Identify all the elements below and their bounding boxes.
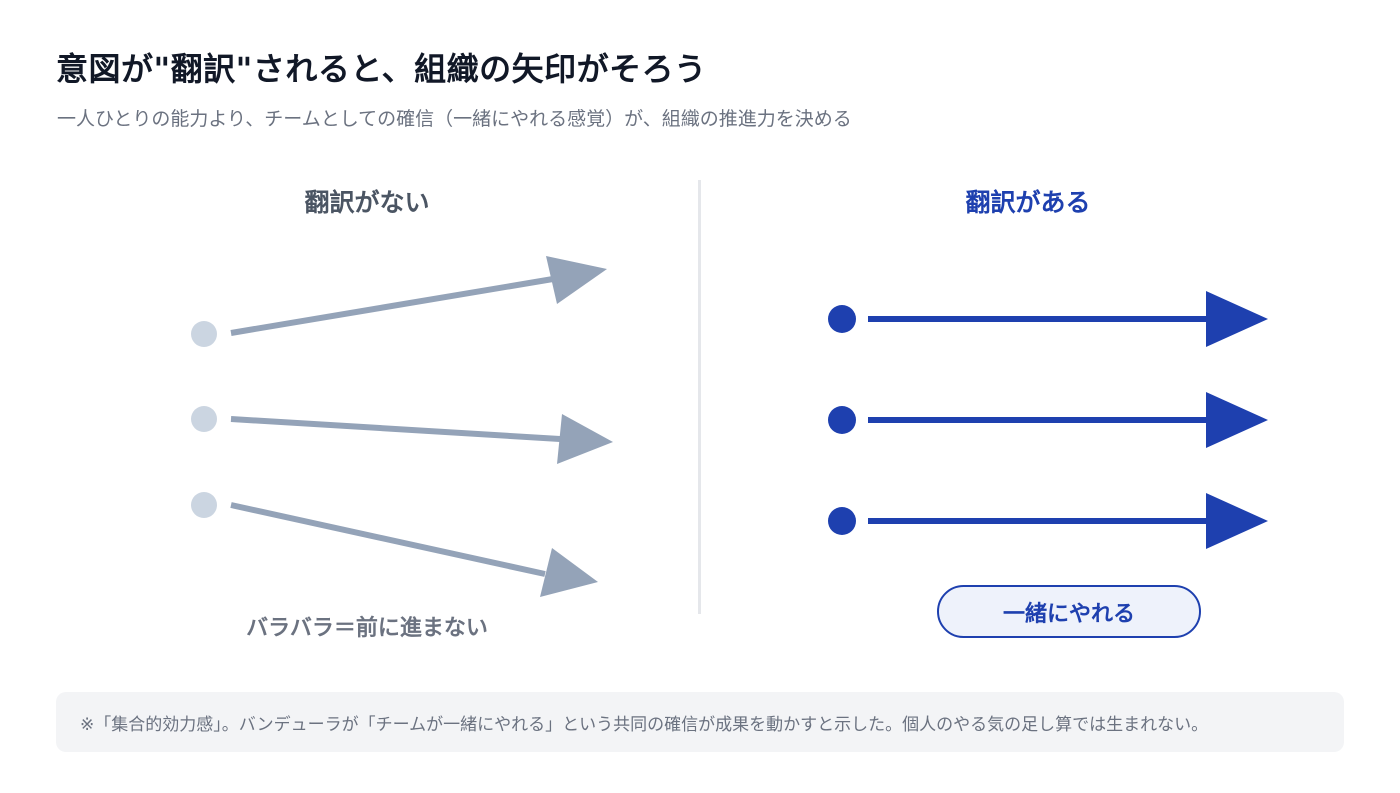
panel-divider <box>698 180 701 614</box>
together-badge-label: 一緒にやれる <box>1002 601 1135 627</box>
footnote-box: ※「集合的効力感」。バンデューラが「チームが一緒にやれる」という共同の確信が成果… <box>56 692 1344 752</box>
arrow-head <box>546 256 607 304</box>
page-subtitle: 一人ひとりの能力より、チームとしての確信（一緒にやれる感覚）が、組織の推進力を決… <box>57 108 852 130</box>
start-dot <box>191 492 217 518</box>
misaligned-caption: バラバラ＝前に進まない <box>246 616 488 641</box>
start-dot <box>828 507 856 535</box>
start-dot <box>191 321 217 347</box>
together-badge: 一緒にやれる <box>937 585 1201 638</box>
arrow-head <box>1206 493 1268 549</box>
heading-with-translation: 翻訳がある <box>965 188 1091 217</box>
footnote-text: ※「集合的効力感」。バンデューラが「チームが一緒にやれる」という共同の確信が成果… <box>80 714 1209 735</box>
aligned-arrows <box>828 291 1268 549</box>
arrow-head <box>1206 291 1268 347</box>
arrow-head <box>557 414 613 464</box>
arrow-shaft <box>230 276 554 336</box>
page-title: 意図が"翻訳"されると、組織の矢印がそろう <box>56 50 707 88</box>
arrow-head <box>1206 392 1268 448</box>
start-dot <box>191 406 217 432</box>
misaligned-arrows <box>191 256 613 597</box>
arrow-shaft <box>230 416 561 442</box>
arrow-head <box>540 548 598 597</box>
start-dot <box>828 305 856 333</box>
heading-without-translation: 翻訳がない <box>304 188 430 217</box>
arrow-shaft <box>230 502 546 577</box>
start-dot <box>828 406 856 434</box>
